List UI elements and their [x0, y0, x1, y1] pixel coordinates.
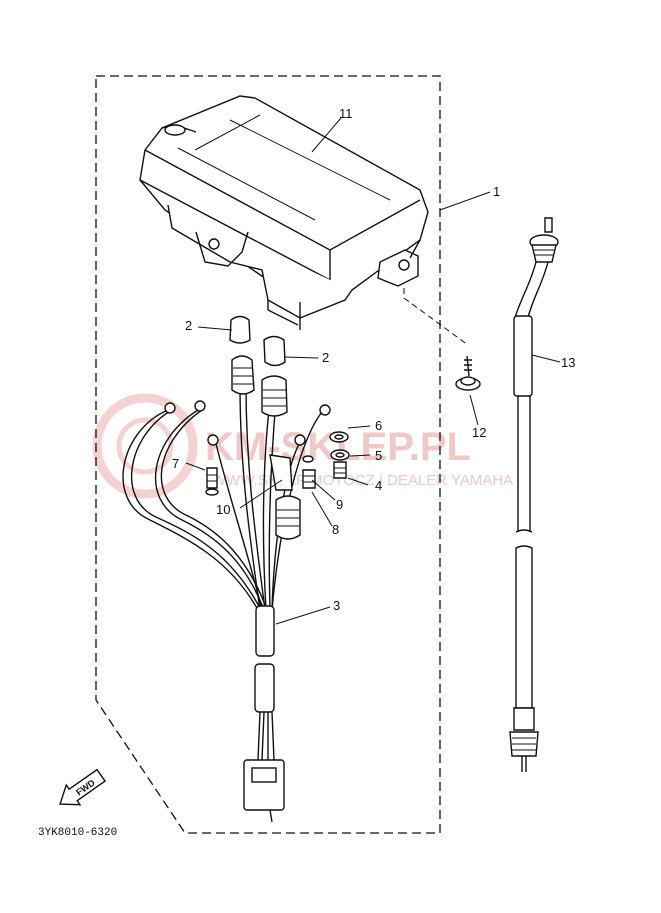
- callout-3: 3: [333, 598, 340, 613]
- terminal-1: [164, 402, 176, 414]
- callout-2-bottom: 2: [322, 350, 329, 365]
- callout-2-top: 2: [185, 318, 192, 333]
- callout-10: 10: [216, 502, 230, 517]
- terminal-2: [194, 400, 206, 412]
- callout-7: 7: [172, 456, 179, 471]
- callout-4: 4: [375, 478, 382, 493]
- callouts: 1 2 2 3 4 5 6 7 8 9 10 11 12 13: [172, 106, 575, 613]
- harness-boot-left: [231, 355, 255, 395]
- bulb-left: [229, 315, 251, 344]
- callout-1: 1: [493, 184, 500, 199]
- callout-12: 12: [472, 425, 486, 440]
- watermark-logo-inner: [116, 417, 174, 475]
- callout-5: 5: [375, 448, 382, 463]
- leader-lines: [185, 117, 561, 625]
- callout-11: 11: [339, 106, 353, 121]
- speedometer-cable: [509, 217, 559, 772]
- assembly-boundary: [95, 75, 441, 834]
- harness-boot-right: [261, 375, 288, 417]
- harness-sleeve-lower: [254, 663, 275, 713]
- mount-leader: [403, 288, 469, 346]
- meter-assembly: [139, 95, 429, 330]
- callout-13: 13: [561, 355, 575, 370]
- callout-9: 9: [336, 497, 343, 512]
- fwd-arrow-icon: FWD: [59, 768, 107, 806]
- callout-8: 8: [332, 522, 339, 537]
- wiring-harness: [122, 355, 331, 823]
- diagram-code: 3YK8010-6320: [38, 827, 117, 839]
- terminal-5: [294, 434, 306, 446]
- terminal-4: [207, 434, 219, 446]
- small-hardware: [205, 431, 350, 496]
- harness-sleeve-upper: [255, 605, 275, 657]
- watermark-logo-ring: [92, 393, 198, 499]
- bulb-right: [263, 335, 286, 367]
- callout-6: 6: [375, 418, 382, 433]
- watermark-tagline: WWW.SKLEP MOTOCZ | DEALER YAMAHA: [212, 472, 513, 489]
- terminal-3: [319, 404, 331, 416]
- screw-12: [455, 355, 481, 391]
